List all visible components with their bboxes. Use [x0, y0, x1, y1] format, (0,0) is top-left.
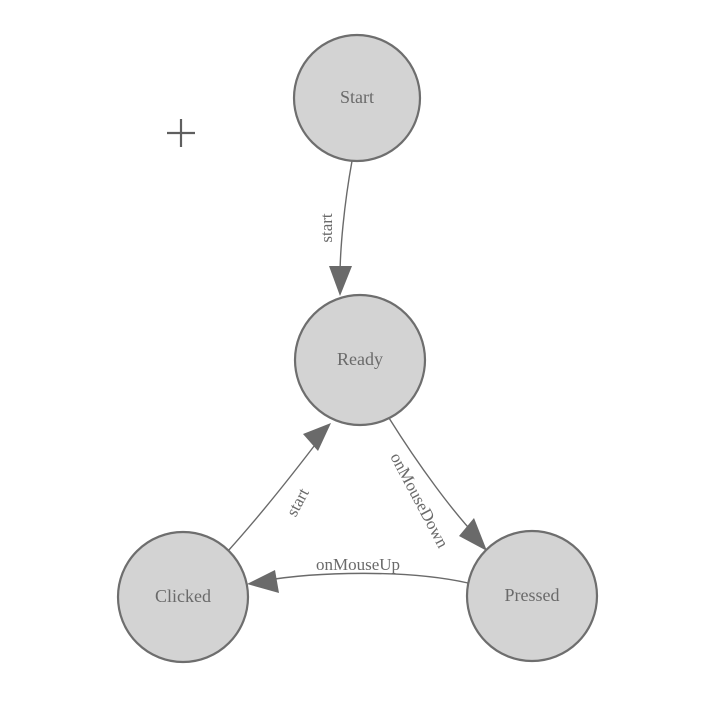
edge-label-clicked-to-ready: start	[282, 485, 313, 520]
node-label-ready: Ready	[337, 349, 383, 369]
arrowhead-pressed-to-clicked	[247, 570, 279, 593]
edge-label-pressed-to-clicked: onMouseUp	[316, 555, 400, 574]
node-start[interactable]: Start	[292, 33, 422, 163]
crosshair-icon[interactable]	[167, 119, 195, 147]
edge-clicked-to-ready[interactable]: start	[227, 423, 331, 552]
node-circle-start	[292, 33, 422, 163]
arrowhead-ready-to-pressed	[459, 518, 487, 551]
node-circle-clicked	[116, 530, 250, 664]
node-label-start: Start	[340, 87, 374, 107]
edge-start-to-ready[interactable]: start	[317, 160, 353, 296]
edge-ready-to-pressed[interactable]: onMouseDown	[386, 417, 487, 551]
edge-line-clicked-to-ready	[227, 436, 322, 552]
node-ready[interactable]: Ready	[293, 293, 427, 427]
edge-pressed-to-clicked[interactable]: onMouseUp	[247, 555, 469, 593]
arrowhead-start-to-ready	[329, 266, 352, 296]
edge-label-start-to-ready: start	[317, 213, 336, 243]
arrowhead-clicked-to-ready	[303, 423, 331, 451]
edge-line-start-to-ready	[339, 160, 353, 278]
node-pressed[interactable]: Pressed	[465, 529, 599, 663]
node-circle-pressed	[465, 529, 599, 663]
node-label-clicked: Clicked	[155, 586, 211, 606]
node-label-pressed: Pressed	[505, 585, 560, 605]
node-circle-ready	[293, 293, 427, 427]
node-clicked[interactable]: Clicked	[116, 530, 250, 664]
edge-line-pressed-to-clicked	[261, 572, 469, 584]
